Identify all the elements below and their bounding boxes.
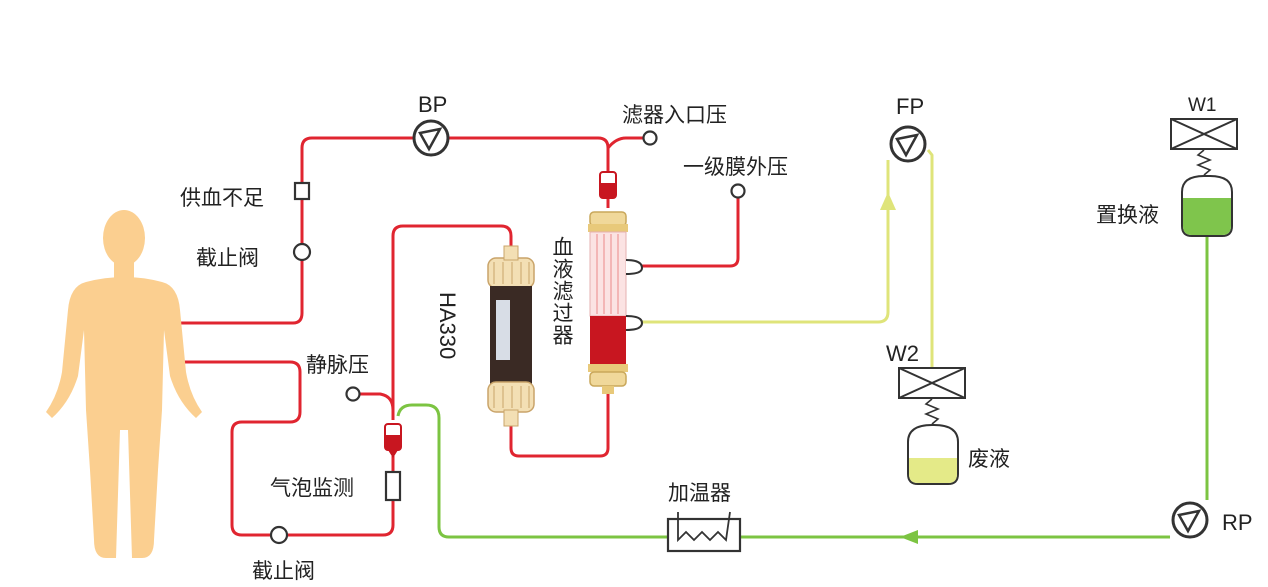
w2-label: W2 (886, 341, 919, 366)
venous-pressure-label: 静脉压 (306, 353, 369, 377)
venous-pressure-branch (360, 392, 395, 411)
venous-return-line (178, 360, 395, 537)
tmp-branch (642, 194, 740, 268)
w1-label: W1 (1188, 95, 1217, 116)
bp-pump-icon (412, 119, 450, 157)
replacement-return-line (396, 403, 1170, 539)
insufficient-supply-label: 供血不足 (180, 186, 264, 210)
replacement-fluid-label: 置换液 (1096, 203, 1159, 227)
tmp-sensor-icon (730, 183, 746, 199)
first-tmp-label: 一级膜外压 (683, 155, 788, 179)
blood-lines (170, 136, 740, 537)
clamp-top-label: 截止阀 (196, 246, 259, 270)
arterial-drip-chamber-icon (599, 171, 617, 199)
filtrate-lines (642, 149, 934, 368)
hemofilter-icon (588, 211, 644, 394)
hemofilter-label: 血液滤过器 (550, 236, 574, 346)
replacement-fluid-bag-icon (1181, 175, 1233, 237)
arterial-line (170, 136, 610, 325)
bubble-monitor-label: 气泡监测 (270, 476, 354, 500)
replacement-arrow (900, 530, 918, 544)
inlet-pressure-branch (606, 136, 648, 149)
ha330-cartridge-icon (487, 245, 535, 427)
venous-drip-chamber-icon (384, 423, 402, 458)
human-body-icon (46, 210, 202, 558)
replacement-lines (396, 236, 1209, 544)
supply-detector-icon (293, 181, 311, 201)
w1-scale-icon (1170, 118, 1238, 176)
fp-to-w2 (926, 149, 934, 368)
filter-to-cartridge (509, 392, 610, 458)
venous-pressure-sensor-icon (345, 386, 361, 402)
w2-scale-icon (898, 367, 966, 425)
rp-label: RP (1222, 510, 1253, 535)
bp-label: BP (418, 92, 447, 117)
fp-pump-icon (889, 125, 927, 163)
filtrate-arrow (880, 192, 896, 210)
fp-label: FP (896, 94, 924, 119)
inlet-pressure-sensor-icon (642, 130, 658, 146)
ha330-label: HA330 (435, 292, 460, 359)
waste-fluid-label: 废液 (968, 447, 1010, 471)
heater-icon (666, 511, 742, 553)
waste-fluid-bag-icon (907, 424, 959, 485)
heater-label: 加温器 (668, 481, 731, 505)
bubble-detector-icon (384, 470, 402, 502)
cartridge-to-venous (391, 224, 513, 420)
clamp-top-icon (292, 242, 312, 262)
filter-inlet-pressure-label: 滤器入口压 (622, 103, 727, 127)
clamp-bottom-icon (269, 525, 289, 545)
rp-pump-icon (1171, 501, 1209, 539)
clamp-bottom-label: 截止阀 (252, 559, 315, 583)
filtrate-line (642, 160, 890, 324)
